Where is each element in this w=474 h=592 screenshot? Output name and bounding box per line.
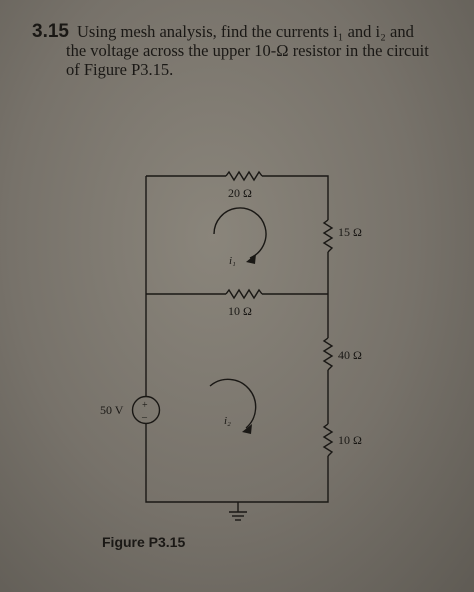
wire-left-lower <box>145 424 238 503</box>
label-resistor-mid-10-ohm: 10 Ω <box>228 304 252 318</box>
arrowhead-1-icon <box>246 254 256 264</box>
problem-line-2: the voltage across the upper 10-Ω resist… <box>66 41 429 60</box>
source-minus-sign: – <box>141 412 148 423</box>
voltage-source-icon <box>131 395 161 425</box>
figure-caption: Figure P3.15 <box>102 534 186 550</box>
label-resistor-15-ohm: 15 Ω <box>338 225 362 239</box>
source-plus-sign: + <box>142 400 148 411</box>
resistor-40-ohm <box>322 337 334 371</box>
label-resistor-40-ohm: 40 Ω <box>338 348 362 362</box>
label-resistor-lower-10-ohm: 10 Ω <box>338 433 362 447</box>
label-mesh-current-2: i₂ <box>224 415 231 427</box>
problem-number: 3.15 <box>32 21 69 42</box>
label-voltage-source: 50 V <box>100 403 124 417</box>
resistor-mid-10-ohm <box>225 288 263 300</box>
label-mesh-current-1: i₁ <box>229 255 236 267</box>
resistor-15-ohm <box>322 219 334 253</box>
resistor-20-ohm <box>225 170 263 182</box>
ground-icon <box>229 502 247 521</box>
wire-top-right <box>262 175 329 220</box>
resistor-lower-10-ohm <box>322 423 334 457</box>
label-resistor-20-ohm: 20 Ω <box>228 186 252 200</box>
arrowhead-2-icon <box>242 424 252 434</box>
problem-statement: 3.15 Using mesh analysis, find the curren… <box>32 22 452 79</box>
mesh-current-arrow-1 <box>213 207 267 259</box>
mesh-current-arrow-2 <box>209 378 257 429</box>
problem-line-3: of Figure P3.15. <box>66 60 174 79</box>
problem-line-1: Using mesh analysis, find the currents i… <box>76 22 414 41</box>
wire-right-bottom <box>238 456 329 503</box>
